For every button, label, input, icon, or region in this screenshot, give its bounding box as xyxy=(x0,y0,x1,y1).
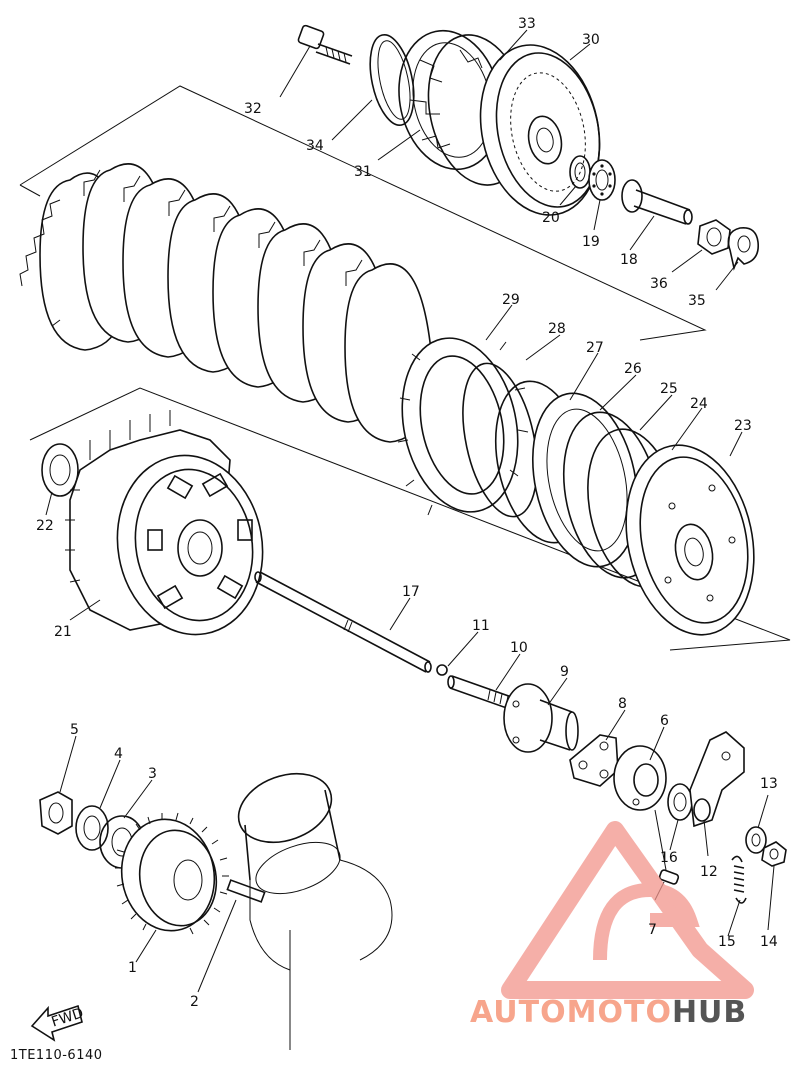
part-label: 4 xyxy=(114,746,123,762)
drawing-code: 1TE110-6140 xyxy=(10,1048,103,1063)
push-rod-cam-6 xyxy=(613,745,667,811)
bushing-16 xyxy=(667,783,693,821)
washer-13 xyxy=(745,826,767,854)
watermark-part1: AUTOMOTO xyxy=(470,995,672,1030)
part-label: 22 xyxy=(36,518,54,534)
watermark-part2: HUB xyxy=(671,995,748,1030)
part-label: 28 xyxy=(548,321,566,337)
push-lever-arm-12 xyxy=(689,731,745,828)
push-rod-17 xyxy=(254,571,432,673)
spring-15 xyxy=(731,855,747,904)
nut-36 xyxy=(697,219,731,255)
automotohub-logo-icon xyxy=(501,821,754,999)
part-label: 34 xyxy=(306,138,324,154)
part-label: 20 xyxy=(542,210,560,226)
lock-washer-35 xyxy=(727,226,760,271)
clutch-plate-stack xyxy=(19,163,433,443)
part-label: 16 xyxy=(660,850,678,866)
part-label: 3 xyxy=(148,766,157,782)
ball-11 xyxy=(436,664,448,676)
pin-7 xyxy=(658,869,680,885)
bolt-32 xyxy=(297,24,353,65)
part-label: 5 xyxy=(70,722,79,738)
lower-assembly-outline xyxy=(29,387,791,651)
part-label: 1 xyxy=(128,960,137,976)
nut-5 xyxy=(39,791,73,835)
clutch-housing-21 xyxy=(65,410,264,636)
watermark-text: AUTOMOTOHUB xyxy=(470,995,747,1030)
friction-plate-29 xyxy=(397,337,529,516)
part-label: 27 xyxy=(586,340,604,356)
part-label: 18 xyxy=(620,252,638,268)
leader-lines xyxy=(45,29,775,993)
clutch-boss-23 xyxy=(625,444,755,636)
part-label: 31 xyxy=(354,164,372,180)
part-label: 7 xyxy=(648,922,657,938)
forward-arrow-icon: FWD xyxy=(30,1004,86,1042)
retaining-ring-34 xyxy=(369,34,415,126)
push-rod-18 xyxy=(621,179,693,225)
part-label: 13 xyxy=(760,776,778,792)
upper-assembly-outline xyxy=(19,85,707,341)
part-label: 30 xyxy=(582,32,600,48)
part-label: 12 xyxy=(700,864,718,880)
part-label: 35 xyxy=(688,293,706,309)
part-label: 36 xyxy=(650,276,668,292)
crankcase-sketch xyxy=(237,772,393,1050)
part-label: 11 xyxy=(472,618,490,634)
part-label: 26 xyxy=(624,361,642,377)
nut-14 xyxy=(761,841,787,867)
part-label: 6 xyxy=(660,713,669,729)
part-label: 2 xyxy=(190,994,199,1010)
part-label: 10 xyxy=(510,640,528,656)
thrust-washer-22 xyxy=(41,443,79,497)
part-label: 33 xyxy=(518,16,536,32)
part-label: 19 xyxy=(582,234,600,250)
bearing-19 xyxy=(588,159,616,201)
part-label: 32 xyxy=(244,101,262,117)
push-lever-9 xyxy=(503,683,579,753)
part-label: 8 xyxy=(618,696,627,712)
part-label: 21 xyxy=(54,624,72,640)
pressure-plate-30 xyxy=(479,44,601,216)
lock-washer-4 xyxy=(75,805,109,851)
part-label: 15 xyxy=(718,934,736,950)
part-label: 14 xyxy=(760,934,778,950)
part-label: 17 xyxy=(402,584,420,600)
part-label: 24 xyxy=(690,396,708,412)
part-label: 29 xyxy=(502,292,520,308)
part-label: 25 xyxy=(660,381,678,397)
part-number-labels: 32 34 31 33 30 20 19 18 36 35 29 28 27 2… xyxy=(36,16,778,1010)
part-label: 9 xyxy=(560,664,569,680)
key-2 xyxy=(226,879,266,903)
primary-driven-gear-1 xyxy=(115,812,229,935)
part-label: 23 xyxy=(734,418,752,434)
